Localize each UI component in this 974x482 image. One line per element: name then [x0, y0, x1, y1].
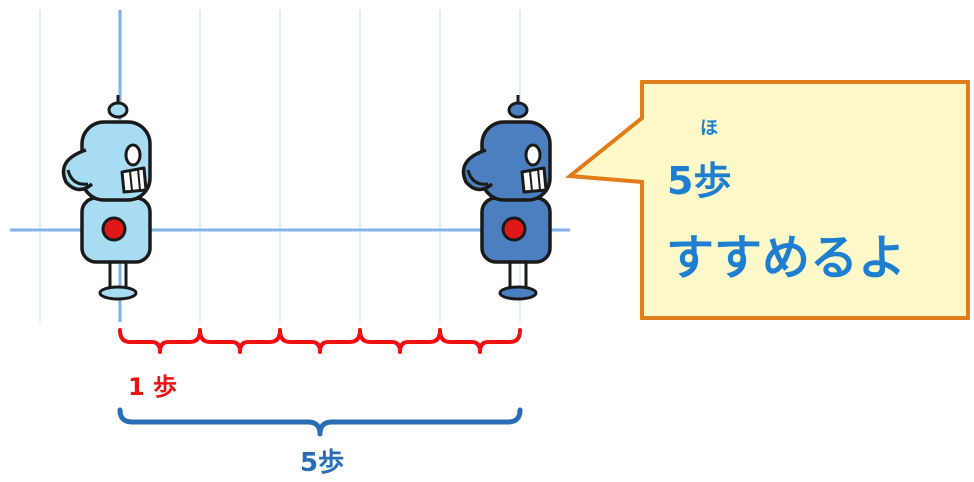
five-steps-brace [117, 407, 523, 437]
bubble-ruby: ほ [700, 118, 718, 139]
robot-end-mouth-line-2 [537, 168, 541, 191]
robot-start [61, 95, 152, 301]
one-step-brace-5 [438, 328, 522, 354]
one-step-brace-2 [198, 328, 282, 354]
speech-bubble-body [564, 80, 970, 320]
one-step-label: 1 歩 [128, 373, 178, 401]
robot-end [461, 95, 552, 301]
robot-end-eye [524, 143, 542, 167]
robot-start-mouth-line-2 [137, 168, 141, 191]
braces [117, 328, 523, 437]
one-step-brace-3 [278, 328, 362, 354]
robot-start-arm-detail [66, 169, 89, 186]
bubble-line-1: 5歩 [667, 159, 732, 203]
robot-end-arm-detail [466, 169, 489, 186]
five-steps-label: 5歩 [300, 448, 345, 478]
robot-start-core [101, 216, 127, 242]
robot-end-foot [498, 285, 538, 301]
robot-end-antenna-tip [507, 101, 529, 119]
robot-start-mouth [120, 166, 148, 194]
robot-start-eye [124, 143, 142, 167]
robot-end-arm [461, 148, 494, 192]
robot-start-antenna-tip [107, 101, 129, 119]
speech-bubble [564, 80, 970, 320]
robots [61, 95, 552, 301]
robot-end-core [501, 216, 527, 242]
one-step-brace-4 [358, 328, 442, 354]
one-step-brace-1 [118, 328, 202, 354]
robot-end-mouth-line-1 [529, 170, 533, 192]
bubble-line-2: すすめるよ [666, 230, 907, 286]
robot-end-mouth [520, 166, 548, 194]
robot-start-arm [61, 148, 94, 192]
robot-start-mouth-line-1 [129, 170, 133, 192]
robot-start-foot [98, 285, 138, 301]
